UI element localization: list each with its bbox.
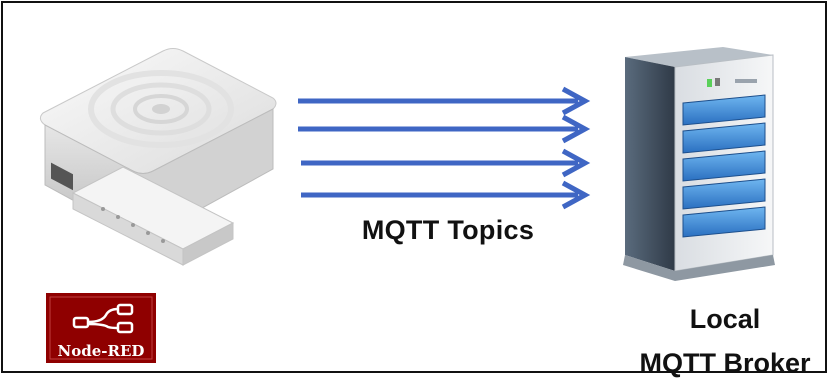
topic-arrow-4 bbox=[301, 180, 591, 210]
broker-label-line2: MQTT Broker bbox=[639, 348, 811, 378]
diagram-frame: MQTT Topics bbox=[1, 1, 827, 378]
broker-label: Local MQTT Broker bbox=[615, 297, 832, 385]
gateway-device-icon bbox=[39, 48, 277, 266]
node-red-label: Node-RED bbox=[57, 342, 145, 360]
node-red-logo-graphic bbox=[46, 293, 156, 363]
server-icon bbox=[623, 47, 775, 281]
mqtt-topic-arrows bbox=[298, 86, 591, 210]
topic-arrow-1 bbox=[298, 86, 591, 116]
topic-arrow-3 bbox=[301, 148, 591, 178]
broker-label-line1: Local bbox=[689, 304, 761, 334]
node-red-logo: Node-RED bbox=[46, 293, 156, 363]
mqtt-topics-label: MQTT Topics bbox=[361, 215, 535, 245]
topic-arrow-2 bbox=[298, 114, 591, 144]
